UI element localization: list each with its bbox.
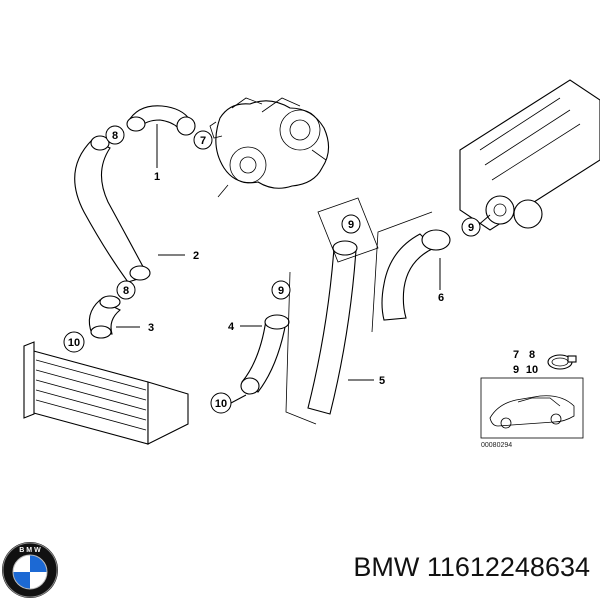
svg-text:8: 8 [123,285,129,297]
svg-text:9: 9 [348,219,354,231]
callout-7-top: 7 [193,130,213,150]
bmw-logo: B M W [2,542,58,598]
vehicle-reference-inset: 00080294 [480,377,584,449]
svg-text:4: 4 [228,321,235,333]
svg-text:8: 8 [112,130,118,142]
svg-text:5: 5 [379,375,385,387]
hose-3-drawing [88,295,140,339]
svg-text:7: 7 [513,349,519,361]
callout-1: 1 [154,171,160,183]
intake-manifold-drawing [459,79,600,231]
callout-9-right: 9 [461,217,481,237]
callout-10-left: 10 [63,331,85,353]
hose-clamp-icon [547,354,577,370]
hose-4-drawing [240,314,290,395]
svg-text:8: 8 [529,349,535,361]
callout-8-mid: 8 [116,280,136,300]
callout-4: 4 [228,321,235,333]
callout-10-center: 10 [210,392,247,414]
brand-name: BMW [353,552,420,582]
turbocharger-drawing [209,97,330,198]
svg-text:6: 6 [438,292,444,304]
part-number-caption: BMW 11612248634 [300,552,590,583]
clamp-inset-legend: 7 8 9 10 [513,349,577,376]
svg-text:9: 9 [278,285,284,297]
svg-text:7: 7 [200,135,206,147]
hose-1-drawing [126,105,196,168]
callout-3: 3 [148,322,154,334]
callout-9-center: 9 [341,214,361,234]
svg-text:10: 10 [526,364,538,376]
callout-8-top: 8 [105,125,125,145]
hose-6-drawing [371,211,451,333]
svg-text:9: 9 [513,364,519,376]
callout-2: 2 [193,250,199,262]
svg-text:10: 10 [68,337,80,349]
part-number: 11612248634 [426,552,590,582]
svg-text:2: 2 [193,250,199,262]
svg-text:00080294: 00080294 [481,442,512,449]
hose-2-drawing [74,135,185,283]
svg-text:3: 3 [148,322,154,334]
callout-5: 5 [379,375,385,387]
svg-text:1: 1 [154,171,160,183]
intercooler-drawing [23,341,189,445]
svg-text:10: 10 [215,398,227,410]
svg-text:9: 9 [468,222,474,234]
callout-6: 6 [438,292,444,304]
callout-9-left: 9 [271,280,291,300]
hose-5-drawing [285,197,379,425]
svg-text:B M W: B M W [19,547,41,554]
